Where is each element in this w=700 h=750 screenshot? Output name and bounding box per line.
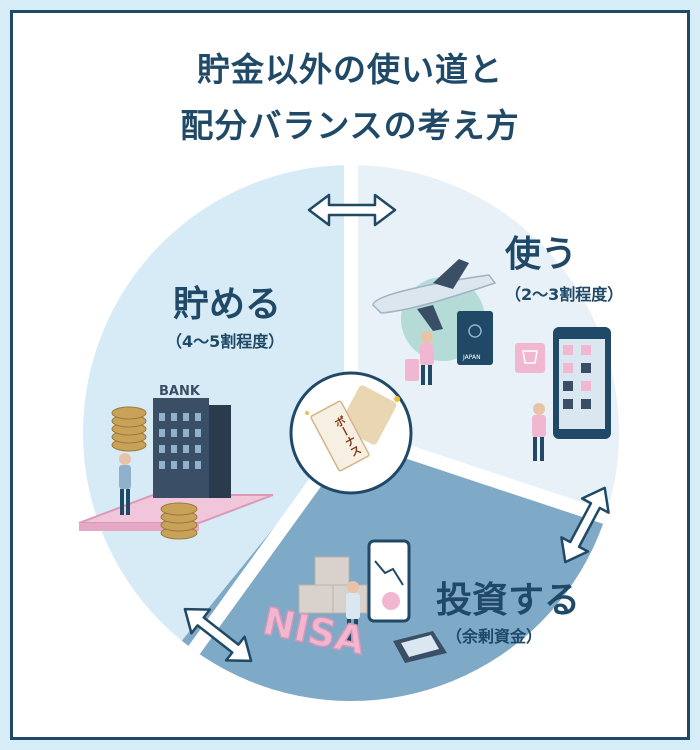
bank-illustration: BANK bbox=[78, 384, 274, 540]
infographic-frame: 貯金以外の使い道と 配分バランスの考え方 bbox=[10, 10, 690, 740]
invest-note: （余剰資金） bbox=[446, 627, 543, 646]
budget-cycle-diagram: ボーナス BANK bbox=[78, 165, 619, 701]
bank-sign: BANK bbox=[159, 384, 201, 399]
passport-text: JAPAN bbox=[462, 354, 481, 361]
arrow-invest-save bbox=[183, 607, 253, 663]
travel-shopping-illustration: JAPAN bbox=[372, 259, 611, 461]
save-ratio: （4〜5割程度） bbox=[166, 332, 285, 351]
invest-label: 投資する bbox=[436, 580, 581, 621]
title-line-1: 貯金以外の使い道と bbox=[197, 50, 503, 89]
use-ratio: （2〜3割程度） bbox=[505, 285, 624, 304]
save-label: 貯める bbox=[173, 284, 282, 325]
use-label: 使う bbox=[505, 234, 578, 275]
arrow-save-use bbox=[307, 193, 397, 227]
arrow-use-invest bbox=[560, 486, 610, 564]
title-line-2: 配分バランスの考え方 bbox=[180, 106, 520, 145]
bonus-envelope-illustration: ボーナス bbox=[289, 371, 413, 495]
